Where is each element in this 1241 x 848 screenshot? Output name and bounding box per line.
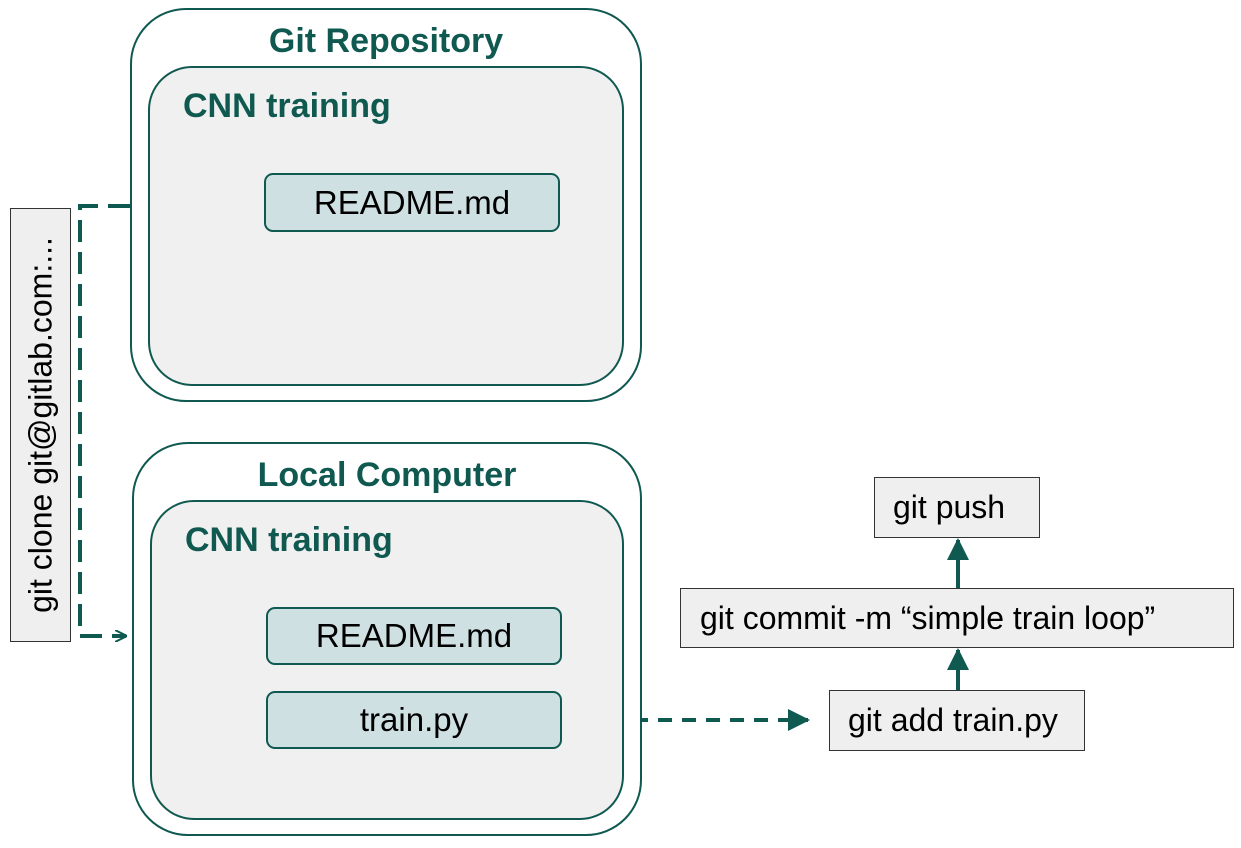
git-add-box[interactable]: git add train.py (829, 690, 1085, 751)
repo-file-readme[interactable]: README.md (264, 173, 560, 232)
clone-command-text: git clone git@gitlab.com:... (22, 237, 58, 613)
git-push-text: git push (893, 489, 1006, 525)
local-file-train[interactable]: train.py (266, 691, 562, 749)
local-file-readme[interactable]: README.md (266, 607, 562, 665)
clone-command-box: git clone git@gitlab.com:... (10, 208, 71, 642)
git-push-box[interactable]: git push (874, 477, 1040, 538)
git-add-text: git add train.py (848, 702, 1058, 738)
repo-folder-title: CNN training (183, 87, 391, 125)
clone-connector (78, 204, 130, 636)
git-commit-text: git commit -m “simple train loop” (700, 599, 1156, 636)
local-folder-title: CNN training (185, 521, 393, 559)
git-commit-box[interactable]: git commit -m “simple train loop” (680, 588, 1234, 648)
local-computer-title: Local Computer (257, 456, 517, 494)
git-repository-title: Git Repository (268, 22, 504, 60)
